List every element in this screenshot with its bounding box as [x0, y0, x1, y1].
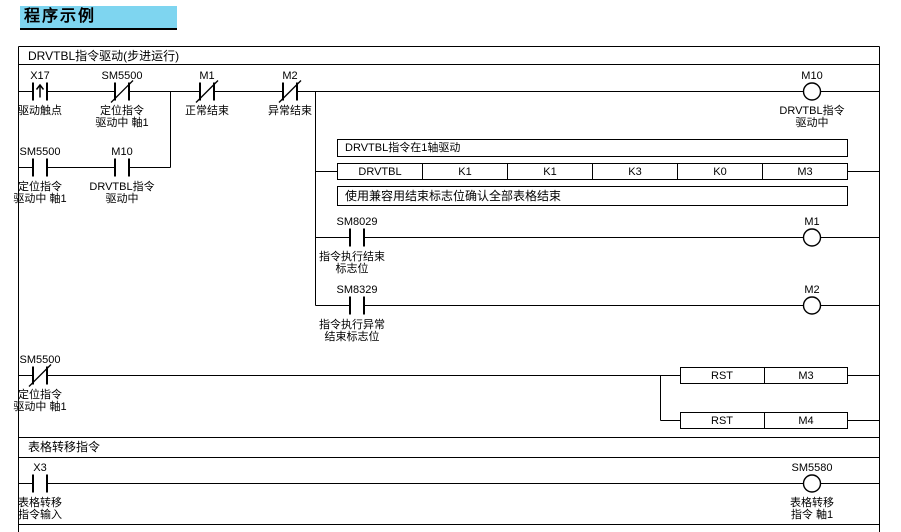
block-cell-3: K3: [628, 166, 642, 178]
sm8329-desc2: 结束标志位: [324, 331, 380, 343]
rst1-operand: M3: [798, 370, 814, 382]
m2-coil-label: M2: [804, 284, 820, 296]
sm8029-desc2: 标志位: [335, 263, 369, 275]
coils: [802, 82, 822, 493]
block-cell-op: DRVTBL: [358, 166, 402, 178]
coil-m1-icon: [802, 228, 822, 247]
comment-box-1: [337, 139, 848, 157]
sm5580-coil-desc1: 表格转移: [790, 497, 834, 509]
page-title: 程序示例: [20, 6, 177, 30]
m10-coil-label: M10: [801, 70, 823, 82]
sm5580-coil-desc2: 指令 軸1: [790, 509, 834, 521]
frame-lines: [18, 46, 880, 532]
sm5500-b-desc1: 定位指令: [18, 181, 62, 193]
comment-2-text: 使用兼容用结束标志位确认全部表格结束: [345, 189, 562, 203]
sm5500-c-label: SM5500: [19, 354, 61, 366]
contact-sm5500-rst-nc-icon: [28, 364, 52, 387]
x3-desc2: 指令输入: [18, 509, 62, 521]
m10-coil-desc1: DRVTBL指令: [779, 105, 845, 117]
coil-m10-icon: [802, 82, 822, 101]
x3-label: X3: [33, 462, 47, 474]
contact-x17-pulse-icon: [32, 82, 48, 101]
section2-header: 表格转移指令: [28, 440, 101, 454]
sm5500-b-desc2: 驱动中 軸1: [13, 193, 67, 205]
boxes: [337, 139, 848, 429]
contact-m10-no-icon: [114, 158, 130, 177]
m2-desc: 异常结束: [268, 105, 312, 117]
contact-m1-nc-icon: [195, 80, 219, 103]
m10-contact-desc1: DRVTBL指令: [89, 181, 155, 193]
block-cell-5: M3: [797, 166, 813, 178]
sm5500-a-desc2: 驱动中 軸1: [95, 117, 149, 129]
contact-sm8329-no-icon: [349, 296, 365, 315]
sm5500-a-label: SM5500: [101, 70, 143, 82]
contact-x3-no-icon: [32, 474, 48, 493]
section1-header: DRVTBL指令驱动(步进运行): [28, 49, 180, 63]
block-cell-1: K1: [458, 166, 472, 178]
sm5500-a-desc1: 定位指令: [100, 105, 144, 117]
m10-contact-desc2: 驱动中: [105, 193, 139, 205]
rst1-op: RST: [711, 370, 733, 382]
coil-m2-icon: [802, 296, 822, 315]
coil-sm5580-icon: [802, 474, 822, 493]
contacts: [28, 80, 365, 493]
sm5580-coil-label: SM5580: [791, 462, 833, 474]
sm5500-b-label: SM5500: [19, 146, 61, 158]
sm8329-label: SM8329: [336, 284, 378, 296]
ladder-wires: [18, 91, 880, 484]
block-cell-2: K1: [543, 166, 557, 178]
x3-desc1: 表格转移: [18, 497, 62, 509]
block-cell-4: K0: [713, 166, 727, 178]
m1-coil-label: M1: [804, 216, 820, 228]
sm8329-desc1: 指令执行异常: [319, 319, 385, 331]
sm8029-desc1: 指令执行结束: [319, 251, 385, 263]
m1-desc: 正常结束: [185, 105, 229, 117]
sm5500-c-desc2: 驱动中 軸1: [13, 401, 67, 413]
comment-box-2: [337, 186, 848, 206]
comment-1-text: DRVTBL指令在1轴驱动: [345, 142, 461, 154]
rst2-operand: M4: [798, 415, 814, 427]
m10-coil-desc2: 驱动中: [795, 117, 829, 129]
m1-label: M1: [199, 70, 215, 82]
sm8029-label: SM8029: [336, 216, 378, 228]
m10-contact-label: M10: [111, 146, 133, 158]
contact-sm5500-nc-icon: [110, 80, 134, 103]
contact-sm8029-no-icon: [349, 228, 365, 247]
x17-label: X17: [30, 70, 50, 82]
x17-desc: 驱动触点: [18, 105, 62, 117]
contact-m2-nc-icon: [278, 80, 302, 103]
m2-label: M2: [282, 70, 298, 82]
contact-sm5500-no-icon: [32, 158, 48, 177]
sm5500-c-desc1: 定位指令: [18, 389, 62, 401]
rst2-op: RST: [711, 415, 733, 427]
